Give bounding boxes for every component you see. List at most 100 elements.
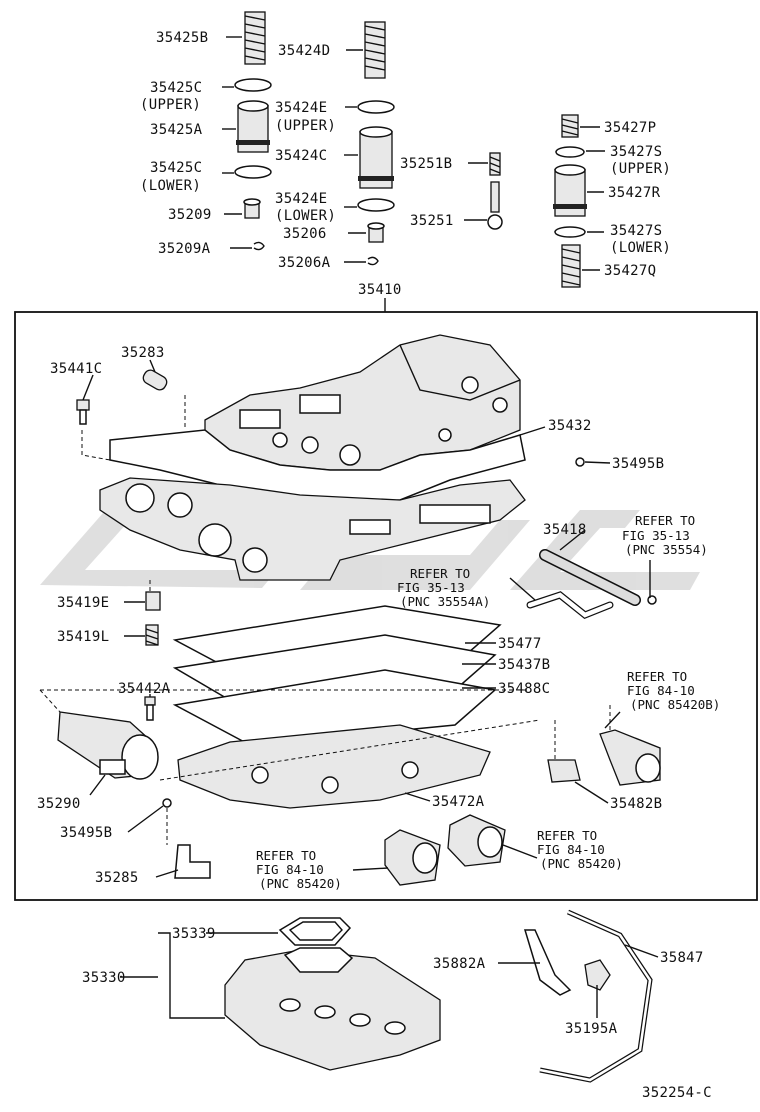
label-35427Q: 35427Q [604,263,656,279]
clip-35209A [253,241,265,251]
label-35424E-upper-note: (UPPER) [275,118,336,134]
plug-35495B-top [575,457,585,467]
svg-text:FIG 84-10: FIG 84-10 [256,862,324,877]
label-35410: 35410 [358,282,402,298]
valve-35251 [487,181,503,230]
label-35290: 35290 [37,796,81,812]
label-35285: 35285 [95,870,139,886]
label-35437B: 35437B [498,657,550,673]
label-35425B: 35425B [156,30,208,46]
svg-text:FIG 84-10: FIG 84-10 [627,683,695,698]
oil-strainer-35330 [224,947,441,1071]
label-35424E-lower-note: (LOWER) [275,208,336,224]
label-35209: 35209 [168,207,212,223]
svg-text:FIG 35-13: FIG 35-13 [622,528,690,543]
label-35418: 35418 [543,522,587,538]
label-35424E-upper: 35424E [275,100,327,116]
o-ring-35427S-lower [554,226,586,238]
svg-text:(PNC 85420B): (PNC 85420B) [630,697,720,712]
svg-text:FIG 35-13: FIG 35-13 [397,580,465,595]
label-35339: 35339 [172,926,216,942]
plunger-35424C [358,126,394,189]
figure-number: 352254-C [642,1085,712,1101]
label-35209A: 35209A [158,241,211,257]
spring-35424D [364,21,386,79]
svg-text:FIG 84-10: FIG 84-10 [537,842,605,857]
solenoid-85420-right [447,814,506,867]
plug-35495B-bottom [162,798,172,808]
o-ring-35427S-upper [555,146,585,158]
plug-35206 [367,222,385,243]
label-35488C: 35488C [498,681,550,697]
clamp-35195A [584,959,611,991]
spring-35425B [244,11,266,65]
refer-note-5: REFER TO FIG 84-10 (PNC 85420) [256,848,342,891]
label-35419E: 35419E [57,595,109,611]
label-35425C-upper-note: (UPPER) [140,97,201,113]
svg-text:(PNC 35554A): (PNC 35554A) [400,594,490,609]
plunger-35427R [553,164,587,217]
gasket-35432 [109,429,526,506]
label-35495B-bottom: 35495B [60,825,112,841]
label-35425C-lower-note: (LOWER) [140,178,201,194]
label-35251B: 35251B [400,156,452,172]
svg-text:(PNC 85420): (PNC 85420) [259,876,342,891]
svg-text:REFER TO: REFER TO [537,828,597,843]
assembly-frame [14,311,758,901]
tube-35554A [526,591,614,620]
bracket-35285 [174,844,211,879]
label-35442A: 35442A [118,681,171,697]
o-ring-35425C-upper [234,78,272,92]
spring-35427P [561,114,579,138]
o-ring-35425C-lower [234,165,272,179]
clip-35206A [367,256,379,266]
refer-note-3: REFER TO FIG 84-10 (PNC 85420B) [627,669,720,712]
bracket-35882A [523,929,572,996]
refer-note-4: REFER TO FIG 84-10 (PNC 85420) [537,828,623,871]
gasket-35488C [172,669,497,746]
label-35424D: 35424D [278,43,330,59]
svg-text:REFER TO: REFER TO [256,848,316,863]
label-35251: 35251 [410,213,454,229]
plug-35419E [145,591,161,611]
label-35424C: 35424C [275,148,327,164]
svg-text:REFER TO: REFER TO [627,669,687,684]
solenoid-85420-left [384,829,441,886]
spring-35419L [145,624,159,646]
refer-note-1: REFER TO FIG 35-13 (PNC 35554) [622,513,708,557]
label-35882A: 35882A [433,956,486,972]
label-35432: 35432 [548,418,592,434]
pin-35283 [142,369,168,391]
label-35330: 35330 [82,970,126,986]
label-35206A: 35206A [278,255,331,271]
bolt-35442A [144,696,156,721]
solenoid-35290 [57,711,159,780]
label-35427S-upper: 35427S [610,144,662,160]
label-35427R: 35427R [608,185,661,201]
svg-text:(PNC 85420): (PNC 85420) [540,856,623,871]
o-ring-35424E-lower [357,198,395,212]
lower-valve-body-35410 [99,477,526,581]
upper-valve-body [204,334,521,471]
label-35482B: 35482B [610,796,662,812]
svg-text:REFER TO: REFER TO [635,513,695,528]
svg-text:REFER TO: REFER TO [410,566,470,581]
label-35427S-lower: 35427S [610,223,662,239]
bracket-35482B [547,759,581,783]
label-35425A: 35425A [150,122,203,138]
label-35427S-upper-note: (UPPER) [610,161,671,177]
refer-note-2: REFER TO FIG 35-13 (PNC 35554A) [397,566,490,609]
label-35419L: 35419L [57,629,109,645]
spring-35427Q [561,244,581,288]
label-35495B-top: 35495B [612,456,664,472]
label-35477: 35477 [498,636,542,652]
label-35283: 35283 [121,345,165,361]
label-35427P: 35427P [604,120,656,136]
label-35195A: 35195A [565,1021,618,1037]
accumulator-pipe-35418 [539,549,657,606]
gasket-35339 [278,917,352,946]
plunger-35425A [236,100,270,153]
label-35206: 35206 [283,226,327,242]
label-35472A: 35472A [432,794,485,810]
spring-35251B [489,152,501,176]
